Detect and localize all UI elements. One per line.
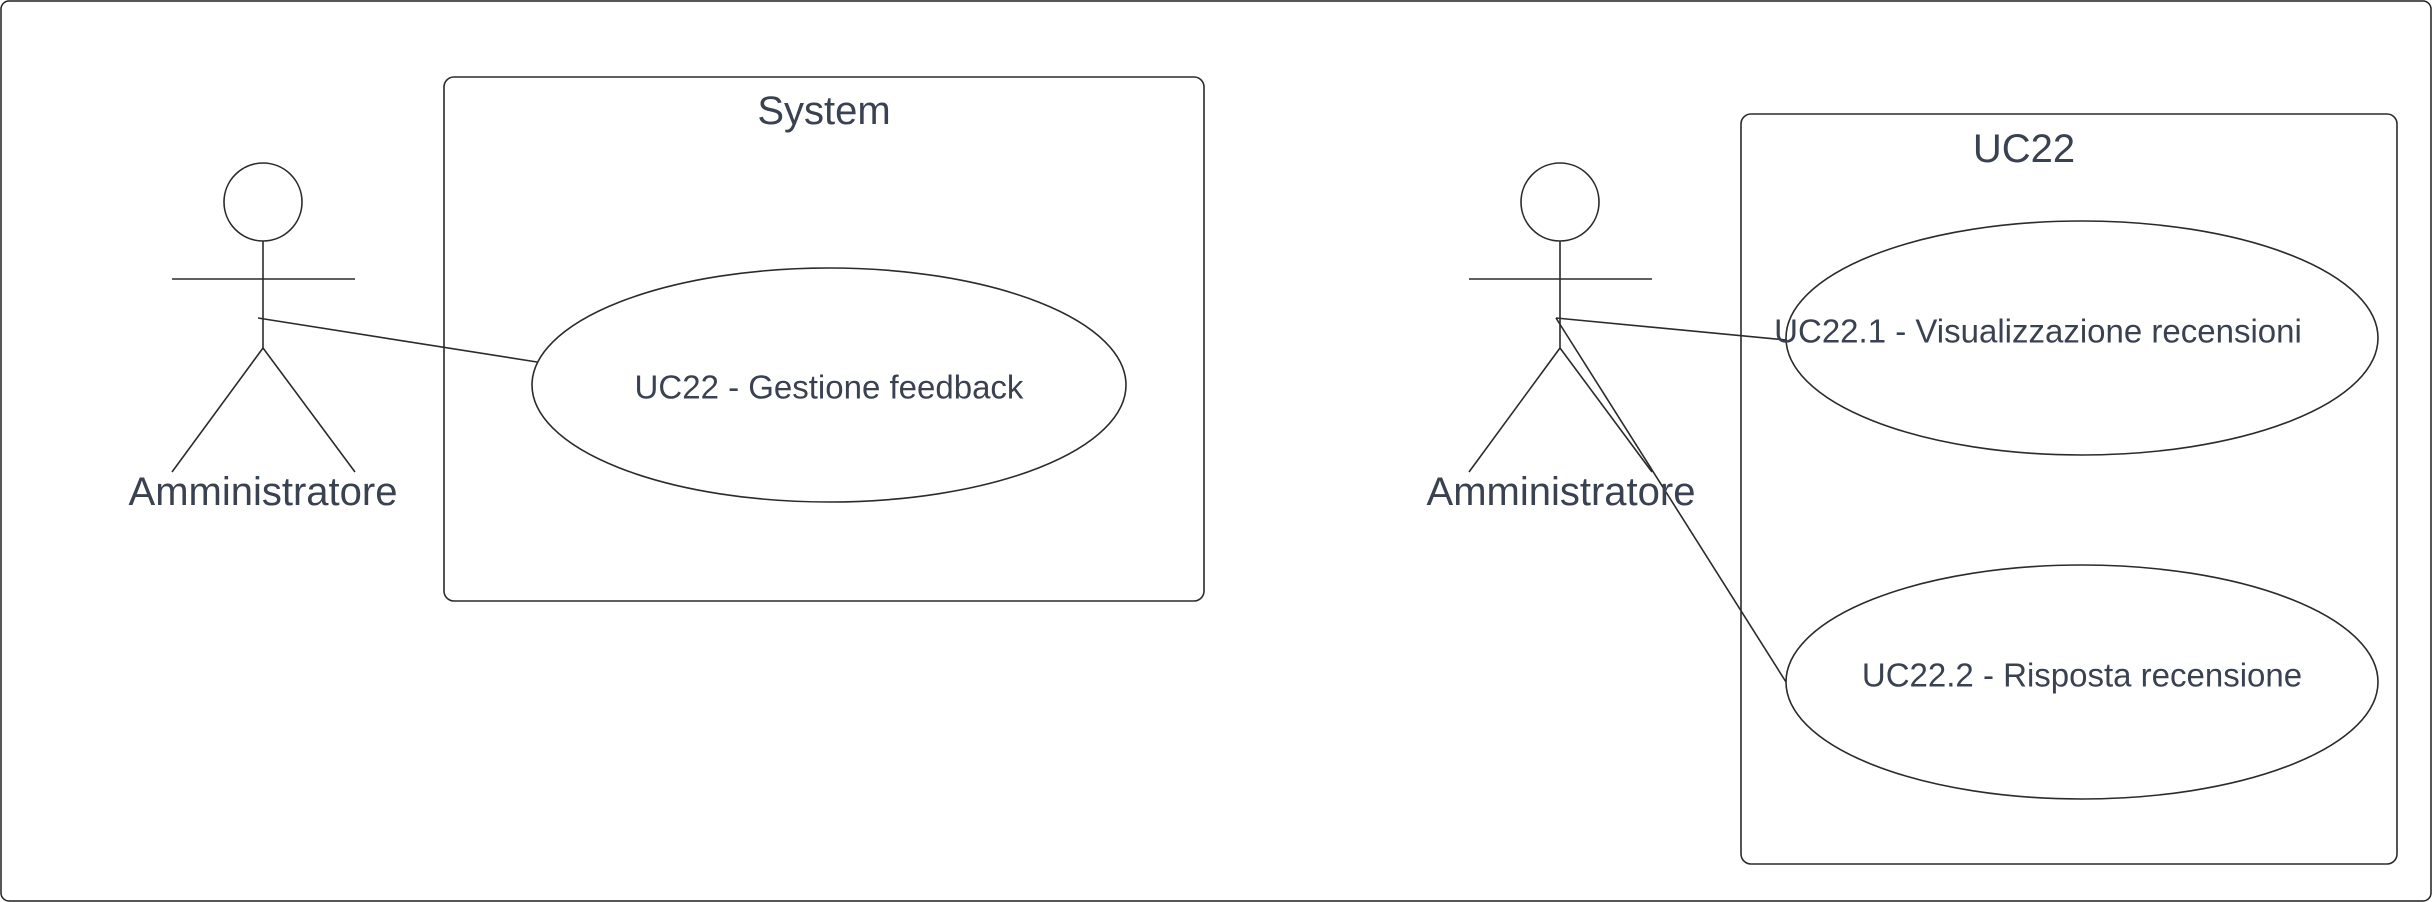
left-actor-left-leg	[171, 347, 264, 473]
right-diagram: UC22 Amministratore UC22.1 - Visualizzaz…	[1427, 113, 2398, 865]
left-use-case-label: UC22 - Gestione feedback	[635, 369, 1024, 406]
right-association-line-2	[1555, 317, 1787, 683]
left-actor-label: Amministratore	[129, 470, 398, 514]
right-use-case-2-label: UC22.2 - Risposta recensione	[1862, 657, 2302, 694]
right-actor-label: Amministratore	[1427, 470, 1696, 514]
left-diagram: System Amministratore UC22 - Gestione fe…	[129, 76, 1205, 602]
left-actor: Amministratore	[129, 162, 398, 514]
left-association-line	[257, 317, 538, 363]
right-association-line-1	[1555, 317, 1787, 341]
right-actor-left-leg	[1468, 347, 1561, 473]
left-system-boundary	[443, 76, 1205, 602]
right-system-boundary	[1740, 113, 2398, 865]
right-use-case-2-ellipse	[1785, 564, 2379, 800]
right-use-case-1-label: UC22.1 - Visualizzazione recensioni	[1774, 313, 2302, 350]
right-actor-right-leg	[1559, 347, 1653, 473]
left-system-title: System	[757, 89, 890, 133]
left-use-case-ellipse	[531, 267, 1127, 503]
right-system-title: UC22	[1973, 127, 2075, 171]
left-actor-right-leg	[262, 347, 356, 473]
right-use-case-1-ellipse	[1785, 220, 2379, 456]
right-actor: Amministratore	[1427, 162, 1696, 514]
